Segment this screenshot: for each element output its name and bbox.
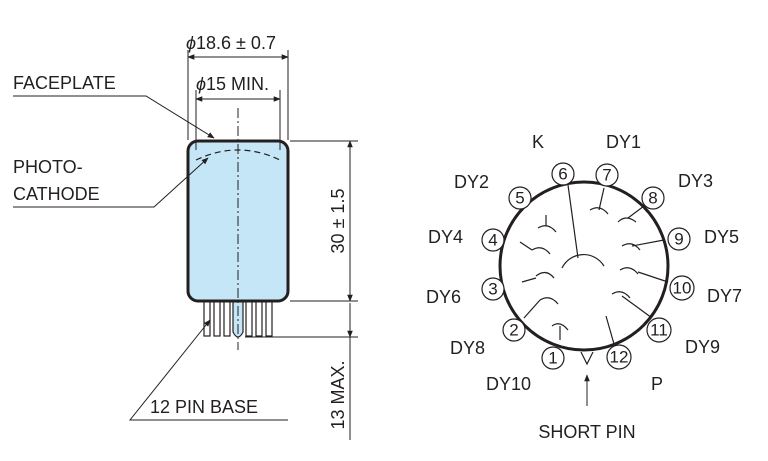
pin-5: 5 DY2 [454,172,532,210]
pin-10: 10 DY7 [669,275,742,306]
base-diagram: SHORT PIN 1 DY10 2 DY8 3 DY6 4 DY4 5 DY2 [426,132,742,442]
pin-number: 8 [648,189,657,208]
pin-number: 5 [515,189,524,208]
pin-length-value: 13 MAX. [328,360,348,429]
inner-diameter-dimension: ϕ15 MIN. [195,74,281,150]
pin-number: 7 [602,166,611,185]
pin-base-label: 12 PIN BASE [150,397,258,417]
pin-label-dy8: DY8 [450,338,485,358]
height-value: 30 ± 1.5 [328,189,348,254]
pin-label-dy10: DY10 [486,374,531,394]
tube-outline: ϕ18.6 ± 0.7 ϕ15 MIN. 30 ± 1.5 13 MAX. [13,33,358,440]
pin-label-p: P [651,374,663,394]
pin-number: 10 [673,279,692,298]
pin-1: 1 DY10 [486,346,565,394]
pin-8: 8 DY3 [641,171,713,210]
pin-number: 6 [558,165,567,184]
pin-number: 11 [650,321,668,340]
pin-label-dy1: DY1 [606,132,641,152]
photocathode-label-line2: CATHODE [13,184,100,204]
svg-text:ϕ15 MIN.: ϕ15 MIN. [196,74,269,94]
inner-diameter-value: 15 MIN. [206,74,269,94]
pin-label-dy9: DY9 [685,337,720,357]
outer-diameter-dimension: ϕ18.6 ± 0.7 [186,33,289,140]
pin-number: 3 [488,280,497,299]
pin-11: 11 DY9 [646,317,720,357]
pin-9: 9 DY5 [667,227,739,251]
pin-label-dy2: DY2 [454,172,489,192]
pin-label-dy5: DY5 [704,227,739,247]
pin-4: 4 DY4 [428,227,505,252]
pin-label-dy7: DY7 [707,286,742,306]
diameter-symbol-inner: ϕ [196,74,206,94]
short-pin-indicator: SHORT PIN [538,351,636,442]
pin-number: 4 [488,231,497,250]
base-circle [498,180,670,352]
exhaust-tip [232,299,244,338]
photocathode-label-line1: PHOTO- [13,157,83,177]
outer-diameter-value: 18.6 ± 0.7 [196,33,276,53]
pin-7: 7 DY1 [595,132,641,187]
pin-label-k: K [532,132,544,152]
pin-number: 2 [509,321,518,340]
faceplate-label: FACEPLATE [13,73,116,93]
pin-base-callout: 12 PIN BASE [128,319,288,421]
pin-length-dimension: 13 MAX. [245,303,358,440]
pin-2: 2 DY8 [450,318,526,358]
pin-label-dy6: DY6 [426,287,461,307]
height-dimension: 30 ± 1.5 [290,140,358,302]
pin-label-dy4: DY4 [428,227,463,247]
pin-number: 12 [610,348,629,367]
pin-6: 6 K [532,132,575,186]
pin-number: 1 [548,349,557,368]
dynode-structure [519,184,669,345]
photocathode-callout: PHOTO- CATHODE [13,157,209,208]
pin-12: 12 P [606,344,663,394]
diameter-symbol: ϕ [186,33,196,53]
pin-number: 9 [674,230,683,249]
short-pin-label: SHORT PIN [538,422,635,442]
pin-3: 3 DY6 [426,277,505,307]
svg-text:ϕ18.6 ± 0.7: ϕ18.6 ± 0.7 [186,33,276,53]
faceplate-callout: FACEPLATE [13,73,215,139]
pin-label-dy3: DY3 [678,171,713,191]
base-pins [203,299,273,338]
